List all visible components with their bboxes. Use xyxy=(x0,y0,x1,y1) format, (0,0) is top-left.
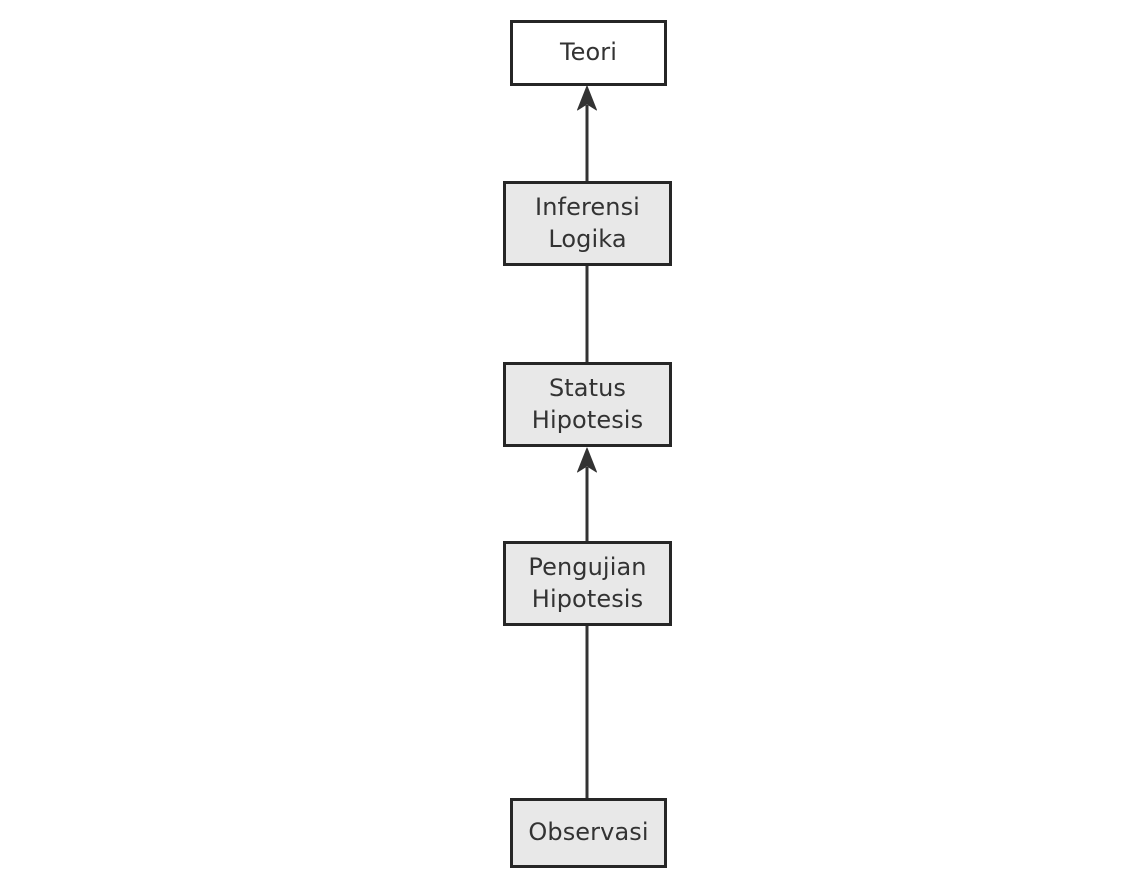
arrowhead-icon xyxy=(577,85,597,111)
edge-pengujian-to-status xyxy=(577,447,597,541)
node-pengujian-hipotesis[interactable]: Pengujian Hipotesis xyxy=(503,541,672,626)
node-pengujian-hipotesis-label: Pengujian Hipotesis xyxy=(528,552,647,613)
arrowhead-icon xyxy=(577,447,597,473)
node-inferensi-logika[interactable]: Inferensi Logika xyxy=(503,181,672,266)
node-observasi-label: Observasi xyxy=(528,818,649,847)
node-observasi[interactable]: Observasi xyxy=(510,798,667,868)
edge-inferensi-to-teori xyxy=(577,85,597,181)
node-teori-label: Teori xyxy=(559,38,618,67)
node-status-hipotesis[interactable]: Status Hipotesis xyxy=(503,362,672,447)
node-teori[interactable]: Teori xyxy=(510,20,667,86)
node-inferensi-logika-label: Inferensi Logika xyxy=(535,192,640,253)
node-status-hipotesis-label: Status Hipotesis xyxy=(531,373,644,434)
